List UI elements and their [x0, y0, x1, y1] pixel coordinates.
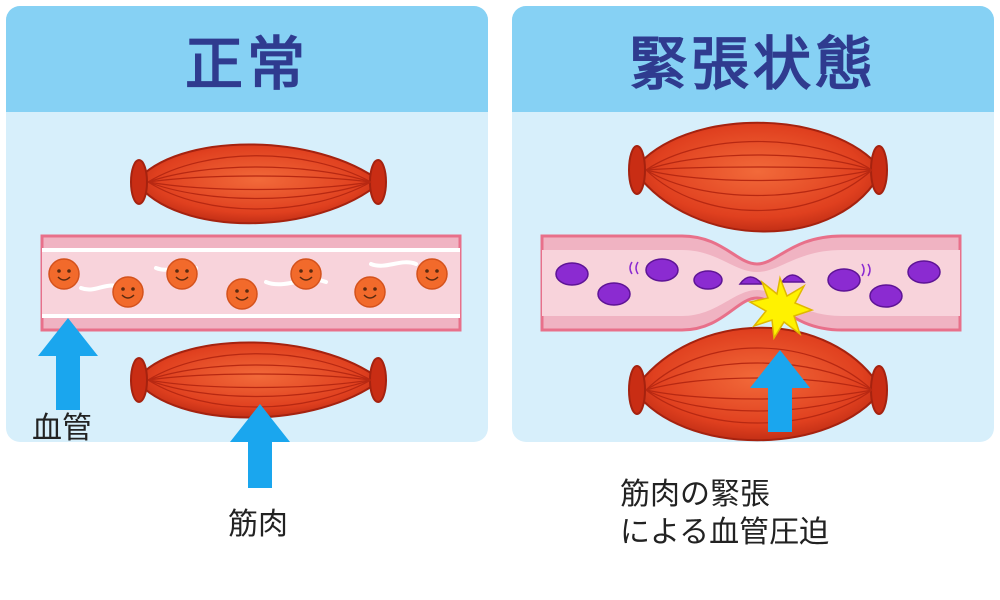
tense-panel: 緊張状態 — [512, 6, 994, 442]
blood-cell-icon — [827, 268, 861, 292]
compression-label-line2: による血管圧迫 — [620, 515, 830, 550]
normal-panel-title: 正常 — [184, 30, 309, 98]
red-blood-cell-icon — [48, 258, 80, 290]
normal-panel-body — [6, 112, 488, 442]
normal-panel-header: 正常 — [6, 6, 488, 112]
blood-cell-icon — [645, 258, 679, 282]
blood-cell-icon — [780, 274, 806, 283]
purple-blood-cells — [555, 258, 941, 308]
blood-cell-icon — [597, 282, 631, 306]
red-blood-cell-icon — [166, 258, 198, 290]
tense-panel-body — [512, 112, 994, 442]
compression-label-line1: 筋肉の緊張 — [620, 477, 770, 512]
muscle-label: 筋肉 — [228, 507, 288, 542]
red-blood-cell-icon — [226, 278, 258, 310]
arrow-up-icon — [750, 350, 810, 432]
blood-vessel-label: 血管 — [32, 411, 92, 446]
blood-cell-icon — [907, 260, 941, 284]
tense-scene — [540, 121, 962, 442]
upper-muscle-icon — [628, 121, 888, 233]
normal-panel: 正常 — [6, 6, 488, 442]
blood-cell-icon — [555, 262, 589, 286]
burst-icon — [747, 275, 815, 341]
muscle-arrow-icon — [230, 404, 290, 488]
red-blood-cell-icon — [354, 276, 386, 308]
red-blood-cell-icon — [416, 258, 448, 290]
red-blood-cell-icon — [290, 258, 322, 290]
red-blood-cell-icon — [112, 276, 144, 308]
tense-panel-title: 緊張状態 — [628, 30, 877, 98]
motion-lines-icon — [629, 261, 871, 277]
upper-muscle-icon — [130, 143, 387, 225]
red-blood-cells — [48, 258, 448, 310]
blood-cell-icon — [693, 270, 723, 290]
lower-muscle-icon — [130, 341, 387, 419]
blood-cell-icon — [869, 284, 903, 308]
tense-panel-header: 緊張状態 — [512, 6, 994, 112]
blood-vessel-arrow-icon — [38, 318, 98, 410]
normal-scene — [40, 143, 462, 419]
